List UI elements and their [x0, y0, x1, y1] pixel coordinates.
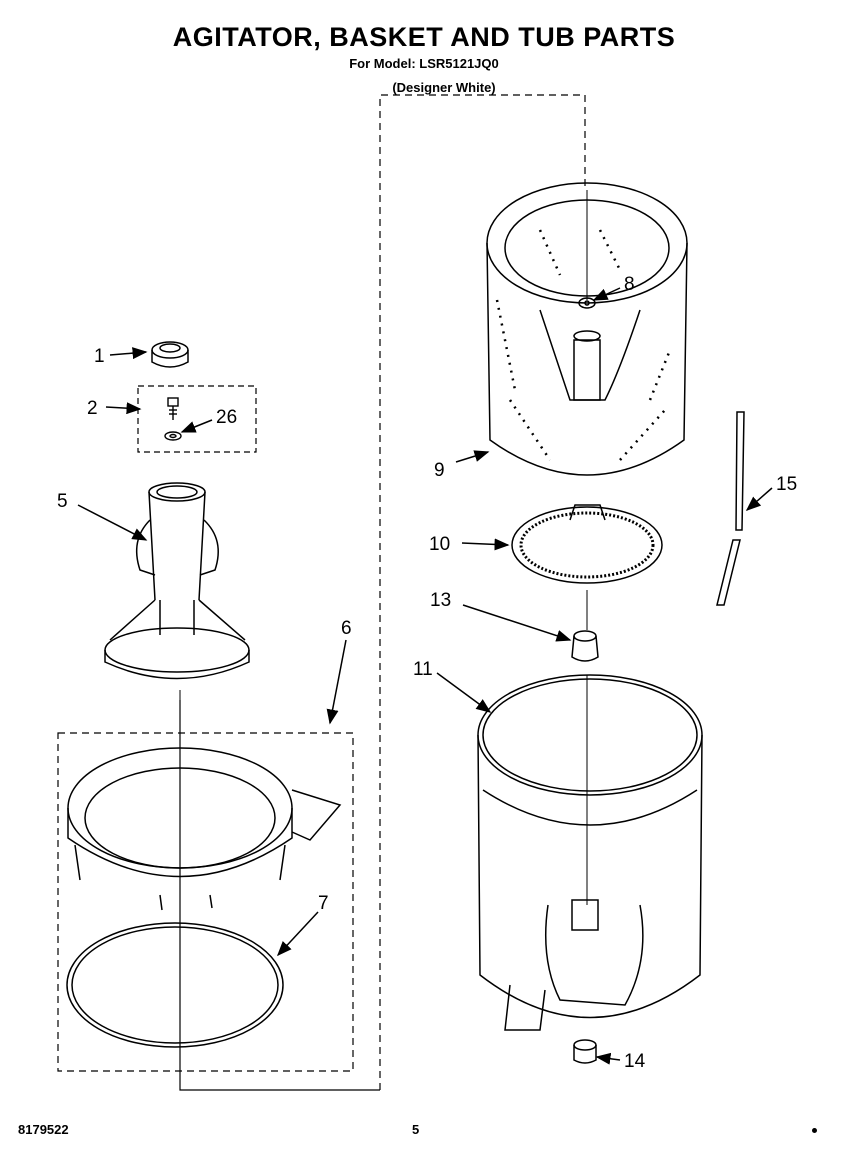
- tub-ring-part: [66, 922, 284, 1048]
- model-line: For Model: LSR5121JQ0: [349, 56, 499, 71]
- color-line: (Designer White): [392, 80, 496, 95]
- tub-nut-part: [573, 1039, 597, 1064]
- document-number: 8179522: [18, 1122, 69, 1137]
- drive-hub-part: [571, 630, 599, 662]
- washer-part: [164, 431, 182, 441]
- callout-6: 6: [341, 618, 352, 639]
- balance-ring-part: [67, 747, 342, 911]
- diagram-title: AGITATOR, BASKET AND TUB PARTS: [172, 22, 676, 52]
- wash-basket-part: [486, 182, 688, 476]
- callout-11: 11: [413, 659, 433, 680]
- callout-7: 7: [318, 893, 329, 914]
- agitator-part: [104, 482, 250, 680]
- agitator-bolt-part: [167, 397, 179, 420]
- callout-9: 9: [434, 460, 445, 481]
- callout-10: 10: [429, 534, 450, 555]
- basket-drive-part: [511, 504, 663, 584]
- callout-1: 1: [94, 346, 105, 367]
- bolt-group-box: [137, 385, 257, 453]
- callout-8: 8: [624, 274, 635, 295]
- leader-arrows: [77, 287, 773, 1065]
- corner-dot: [812, 1128, 817, 1133]
- page-number: 5: [412, 1122, 420, 1137]
- callout-2: 2: [87, 398, 98, 419]
- ring-group-box: [57, 732, 354, 1072]
- outer-tub-part: [477, 674, 703, 1031]
- callout-5: 5: [57, 491, 68, 512]
- agitator-cap-part: [151, 341, 189, 368]
- callout-26: 26: [216, 407, 237, 428]
- hose-part: [716, 411, 745, 606]
- callout-14: 14: [624, 1051, 646, 1072]
- callout-13: 13: [430, 590, 451, 611]
- alignment-lines: [179, 190, 588, 905]
- callout-15: 15: [776, 474, 797, 495]
